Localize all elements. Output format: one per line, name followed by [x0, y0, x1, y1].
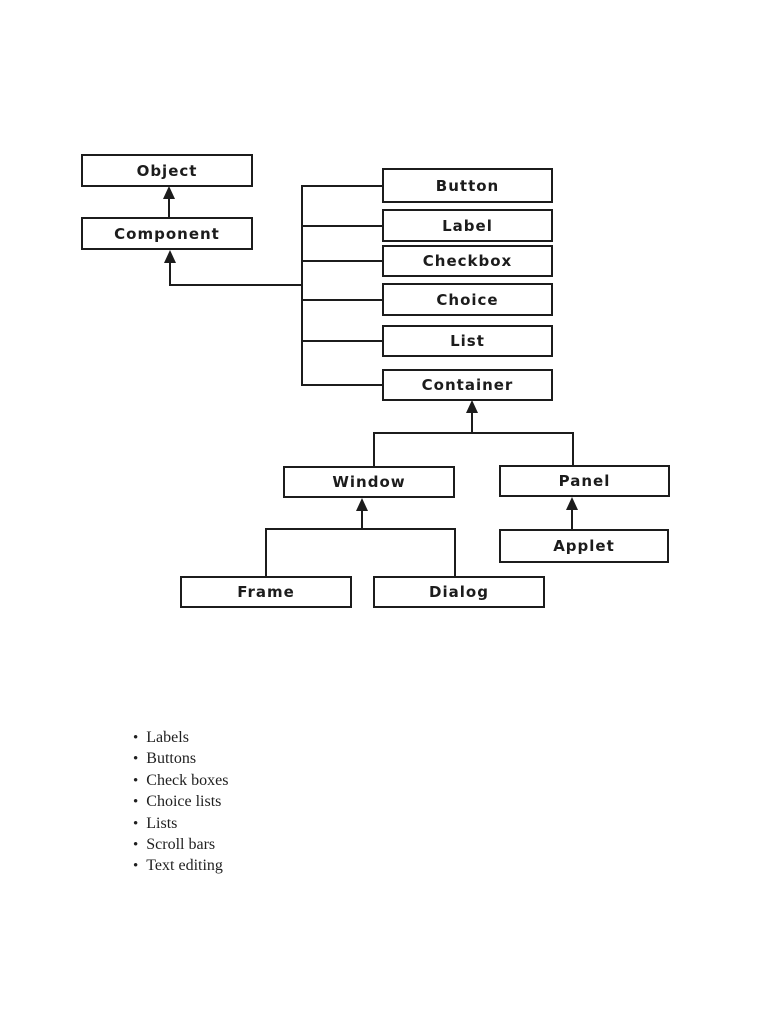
list-item: • Choice lists — [133, 791, 228, 812]
bullet-icon: • — [133, 815, 139, 832]
list-item: • Buttons — [133, 748, 228, 769]
bullet-text: Text editing — [146, 857, 223, 875]
node-label: Label — [382, 209, 553, 242]
bullet-text: Choice lists — [146, 793, 222, 811]
bullet-icon: • — [133, 772, 139, 789]
node-component: Component — [81, 217, 253, 250]
node-applet: Applet — [499, 529, 669, 563]
bullet-text: Scroll bars — [146, 835, 216, 853]
bullet-icon: • — [133, 858, 139, 875]
children-bracket — [301, 185, 383, 386]
bullet-icon: • — [133, 751, 139, 768]
node-frame: Frame — [180, 576, 352, 608]
node-container: Container — [382, 369, 553, 401]
arrow-component-to-object — [163, 186, 175, 218]
list-item: • Labels — [133, 727, 228, 748]
node-choice: Choice — [382, 283, 553, 316]
arrow-frame-dialog-to-window — [265, 498, 456, 577]
node-panel: Panel — [499, 465, 670, 497]
node-list: List — [382, 325, 553, 357]
arrow-children-to-component — [164, 250, 303, 286]
arrow-applet-to-panel — [566, 497, 578, 530]
node-button: Button — [382, 168, 553, 203]
list-item: • Check boxes — [133, 770, 228, 791]
bullet-text: Lists — [146, 814, 178, 832]
node-checkbox: Checkbox — [382, 245, 553, 277]
node-window: Window — [283, 466, 455, 498]
bullet-icon: • — [133, 730, 139, 746]
bullet-icon: • — [133, 836, 139, 853]
node-object: Object — [81, 154, 253, 187]
list-item: • Scroll bars — [133, 834, 228, 855]
node-dialog: Dialog — [373, 576, 545, 608]
feature-bullet-list: • Labels • Buttons • Check boxes • Choic… — [133, 727, 228, 877]
bullet-text: Labels — [146, 729, 189, 746]
arrow-window-panel-to-container — [373, 400, 574, 467]
list-item: • Lists — [133, 813, 228, 834]
bullet-icon: • — [133, 794, 139, 811]
bullet-text: Buttons — [146, 750, 197, 768]
bullet-text: Check boxes — [146, 771, 229, 789]
list-item: • Text editing — [133, 855, 228, 876]
